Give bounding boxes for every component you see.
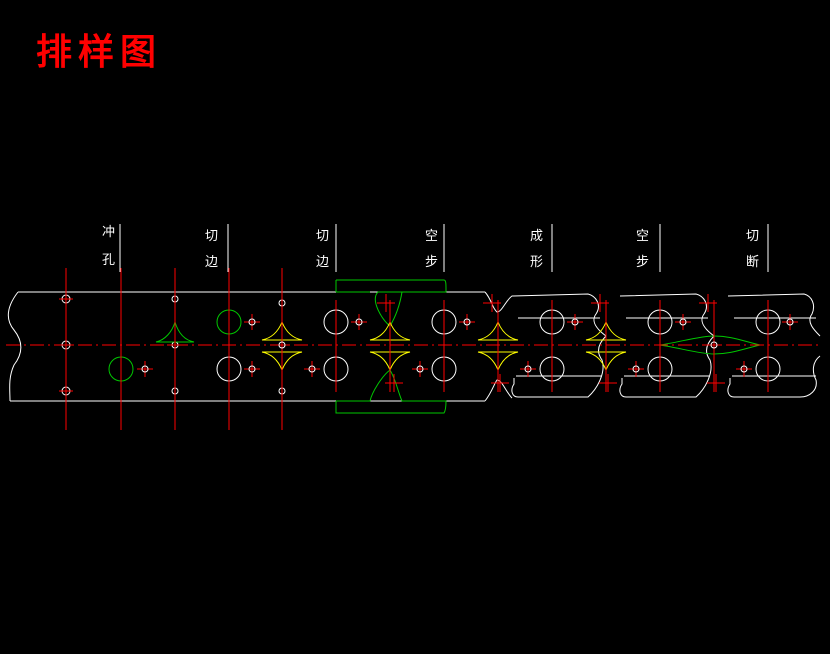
small-pilot-hole [632,365,640,373]
drawing-title: 排样图 [36,31,163,73]
station-5-label-line1: 空 [636,229,649,244]
small-pilot-hole [355,318,363,326]
small-pilot-hole [571,318,579,326]
station-4-label-line1: 成 [530,229,543,244]
station-labels: 冲 孔 切 边 切 边 空 步 成 形 空 步 切 断 [102,225,759,270]
strip-transition-bottom [484,379,513,402]
station-1-label-line2: 边 [205,255,218,270]
small-pilot-hole [248,365,256,373]
station-4-label-line2: 形 [530,255,543,270]
station-0-label-line1: 冲 [102,225,115,240]
small-pilot-hole [141,365,149,373]
strip-transition-top [484,291,513,313]
station-5-label-line2: 步 [636,255,649,270]
small-pilot-hole [248,318,256,326]
strip-outline [7,291,821,402]
small-pilot-hole [710,341,718,349]
cut-punch-outline [335,279,447,327]
center-marks [59,292,798,398]
cut-features [108,279,761,414]
small-pilot-hole [463,318,471,326]
station-6-label-line2: 断 [746,255,759,270]
small-pilot-hole [416,365,424,373]
station-6-label-line1: 切 [746,229,759,244]
station-3-label-line1: 空 [425,229,438,244]
cut-punch-outline [335,369,447,414]
station-2-label-line2: 边 [316,255,329,270]
formed-part-outline [619,293,715,398]
station-dividers [119,224,769,272]
small-pilot-hole [308,365,316,373]
small-pilot-hole [524,365,532,373]
formed-part-outline [511,293,607,398]
small-pilot-hole [679,318,687,326]
station-2-label-line1: 切 [316,229,329,244]
small-pilot-hole [786,318,794,326]
strip-left-break [7,291,22,402]
station-0-label-line2: 孔 [102,253,115,268]
small-pilot-hole [740,365,748,373]
station-3-label-line2: 步 [425,255,438,270]
station-1-label-line1: 切 [205,229,218,244]
small-pilot-hole [278,341,286,349]
formed-part-outline [727,293,821,398]
